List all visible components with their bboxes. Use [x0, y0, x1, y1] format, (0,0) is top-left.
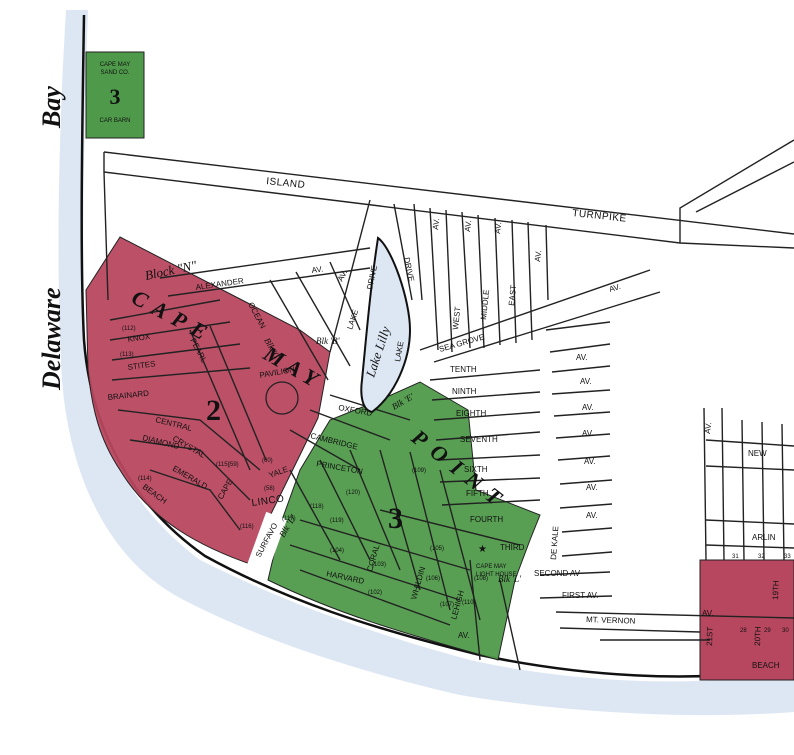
- svg-text:(119): (119): [330, 518, 344, 524]
- label-bay: Bay: [37, 86, 66, 129]
- street-brainard: BRAINARD: [107, 389, 149, 402]
- car-barn-number: 3: [110, 84, 121, 109]
- svg-text:AV.: AV.: [702, 609, 714, 618]
- street-drive-e: DRIVE: [402, 257, 416, 283]
- block-numbers: (112) (113) (114) (115) (116) (117) (118…: [120, 326, 488, 608]
- street-lincoln: LINCO: [251, 493, 285, 508]
- street-alexander-av: AV.: [311, 264, 324, 275]
- street-fourth: FOURTH: [470, 515, 503, 524]
- svg-text:(114): (114): [138, 476, 152, 482]
- svg-text:(118): (118): [310, 504, 324, 510]
- svg-text:AV.: AV.: [582, 429, 594, 438]
- street-third: THIRD: [500, 543, 525, 552]
- label-red-number: 2: [206, 394, 221, 427]
- svg-text:(120): (120): [346, 490, 360, 496]
- svg-text:(59): (59): [228, 462, 239, 468]
- street-knox: KNOX: [127, 332, 151, 344]
- street-mt-vernon: MT. VERNON: [586, 615, 636, 626]
- svg-text:28: 28: [740, 628, 747, 634]
- lighthouse-star-icon: ★: [478, 544, 487, 555]
- street-east: EAST: [507, 284, 518, 306]
- svg-text:AV.: AV.: [463, 220, 473, 232]
- svg-text:(60): (60): [262, 458, 273, 464]
- label-delaware: Delaware: [37, 287, 66, 391]
- svg-text:AV.: AV.: [576, 353, 588, 362]
- svg-text:(108): (108): [474, 576, 488, 582]
- svg-text:AV.: AV.: [580, 377, 592, 386]
- street-dekale: DE KALE: [549, 526, 560, 560]
- svg-text:33: 33: [784, 554, 791, 560]
- svg-text:(112): (112): [122, 326, 136, 332]
- lighthouse-line1: CAPE MAY: [476, 564, 507, 570]
- street-stites: STITES: [127, 359, 156, 372]
- street-eighth: EIGHTH: [456, 409, 486, 418]
- svg-text:AV.: AV.: [431, 218, 441, 230]
- street-lake-e: LAKE: [393, 341, 405, 363]
- lighthouse-line2: LIGHT HOUSE: [476, 572, 517, 578]
- pavilion-circle: [265, 381, 299, 415]
- district-red-right: [699, 559, 794, 681]
- street-beach-right: BEACH: [752, 661, 780, 670]
- svg-text:Blk 'L': Blk 'L': [498, 574, 522, 584]
- svg-text:(115): (115): [216, 462, 230, 468]
- svg-text:32: 32: [758, 554, 765, 560]
- street-second: SECOND AV: [534, 569, 581, 578]
- svg-text:(105): (105): [430, 546, 444, 552]
- svg-text:(113): (113): [120, 352, 134, 358]
- street-ninth: NINTH: [452, 387, 477, 396]
- street-lake-drive-w: LAKE: [345, 308, 360, 330]
- shoreline: [80, 14, 794, 678]
- svg-text:(116): (116): [240, 524, 254, 530]
- svg-text:(104): (104): [330, 548, 344, 554]
- surfavo-strip: [247, 511, 287, 573]
- svg-text:AV.: AV.: [582, 403, 594, 412]
- street-west: WEST: [451, 306, 462, 330]
- svg-text:AV.: AV.: [493, 222, 503, 234]
- label-green-number: 3: [388, 502, 403, 535]
- street-fifth: FIFTH: [466, 489, 489, 498]
- svg-text:AV.: AV.: [584, 457, 596, 466]
- svg-text:(109): (109): [412, 468, 426, 474]
- svg-text:(106): (106): [426, 576, 440, 582]
- svg-text:AV.: AV.: [586, 483, 598, 492]
- street-sixth: SIXTH: [464, 465, 488, 474]
- street-island: ISLAND: [266, 176, 306, 191]
- street-arlin: ARLIN: [752, 533, 776, 542]
- svg-text:(102): (102): [368, 590, 382, 596]
- svg-text:30: 30: [782, 628, 789, 634]
- car-barn-line2: SAND CO.: [100, 70, 129, 76]
- svg-text:AV.: AV.: [608, 282, 622, 294]
- svg-text:Blk 'B': Blk 'B': [316, 336, 341, 346]
- svg-text:(117): (117): [282, 516, 296, 522]
- svg-text:AV.: AV.: [703, 422, 713, 434]
- svg-text:(58): (58): [264, 486, 275, 492]
- svg-text:AV.: AV.: [533, 250, 543, 262]
- svg-text:AV.: AV.: [458, 631, 470, 640]
- street-new: NEW: [748, 449, 767, 458]
- street-first: FIRST AV.: [562, 591, 598, 600]
- svg-text:29: 29: [764, 628, 771, 634]
- svg-text:(103): (103): [372, 562, 386, 568]
- street-turnpike: TURNPIKE: [572, 208, 627, 225]
- street-tenth: TENTH: [450, 365, 477, 374]
- car-barn-line1: CAPE MAY: [100, 62, 131, 68]
- street-21st: 21ST: [705, 627, 715, 647]
- car-barn-line3: CAR BARN: [99, 118, 130, 124]
- street-20th: 20TH: [753, 626, 763, 646]
- svg-text:(107): (107): [440, 602, 454, 608]
- street-19th: 19TH: [771, 580, 781, 600]
- svg-text:31: 31: [732, 554, 739, 560]
- svg-text:AV.: AV.: [586, 511, 598, 520]
- street-middle: MIDDLE: [479, 289, 491, 320]
- lake-lilly: [360, 236, 412, 414]
- svg-text:(110): (110): [462, 600, 476, 606]
- car-barn: [85, 51, 145, 139]
- av-labels: AV. AV. AV. AV. AV. AV. AV. AV. AV. AV. …: [336, 218, 714, 640]
- street-seventh: SEVENTH: [460, 435, 498, 444]
- roads: [103, 139, 794, 671]
- right-lot-numbers: 31 32 33 28 29 30: [732, 554, 791, 634]
